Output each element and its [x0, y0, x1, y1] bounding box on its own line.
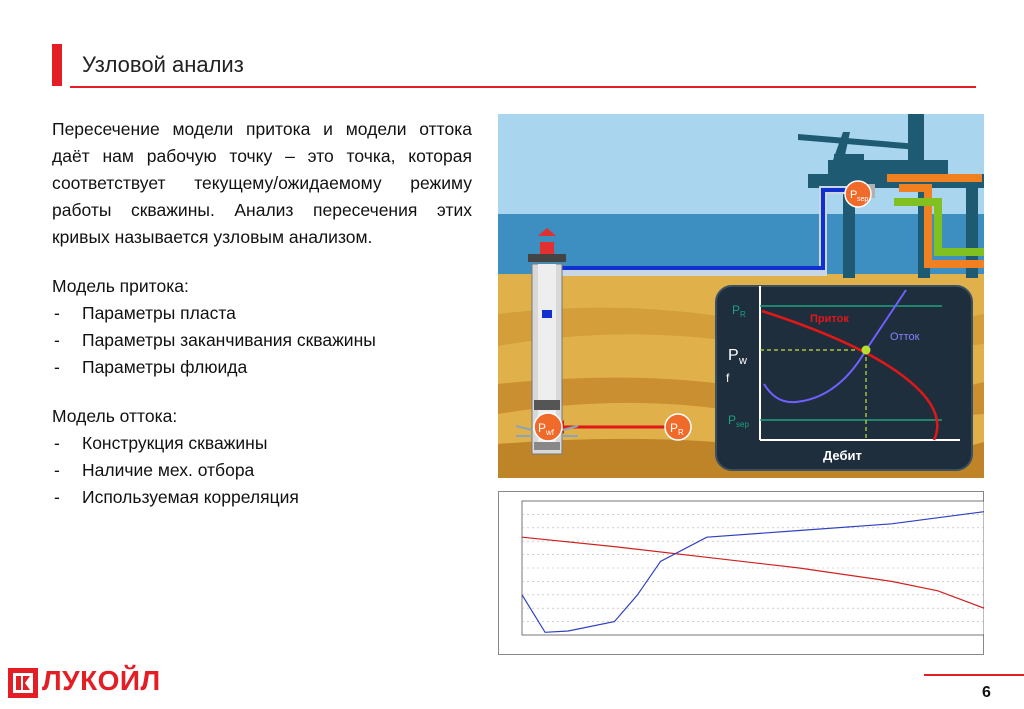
- page-number: 6: [982, 684, 991, 701]
- outflow-list: -Конструкция скважины -Наличие мех. отбо…: [52, 430, 472, 511]
- svg-text:P: P: [732, 303, 740, 317]
- svg-text:R: R: [740, 310, 746, 319]
- list-item: -Параметры заканчивания скважины: [54, 330, 376, 350]
- title-accent-bar: [52, 44, 62, 86]
- list-item: -Параметры флюида: [54, 357, 248, 377]
- svg-text:sep: sep: [857, 196, 868, 203]
- pressure-node-pr: P R: [664, 413, 692, 441]
- svg-text:sep: sep: [736, 420, 749, 429]
- nodal-curves-inset: P R P w f P sep Приток Отток Дебит: [715, 285, 973, 471]
- svg-text:R: R: [678, 428, 684, 437]
- svg-text:w: w: [738, 355, 747, 367]
- inflow-outflow-chart: [498, 491, 984, 655]
- inflow-series-line: [521, 536, 984, 609]
- intro-paragraph: Пересечение модели притока и модели отто…: [52, 119, 472, 247]
- list-item: -Параметры пласта: [54, 303, 236, 323]
- svg-text:P: P: [670, 421, 678, 435]
- svg-text:P: P: [728, 347, 739, 364]
- nodal-analysis-diagram: P wf P R P sep P R P w f P sep Приток От…: [498, 114, 984, 478]
- list-item: -Конструкция скважины: [54, 433, 268, 453]
- svg-text:P: P: [728, 413, 736, 427]
- brand-name: ЛУКОЙЛ: [42, 665, 161, 696]
- pressure-node-pwf: P wf: [533, 412, 563, 442]
- list-item: -Наличие мех. отбора: [54, 460, 255, 480]
- body-text: Пересечение модели притока и модели отто…: [52, 116, 472, 511]
- operating-point: [861, 345, 871, 355]
- outflow-curve-label: Отток: [890, 331, 920, 343]
- inflow-heading: Модель притока:: [52, 276, 189, 296]
- pressure-node-psep: P sep: [844, 180, 875, 208]
- outflow-heading: Модель оттока:: [52, 406, 178, 426]
- svg-text:wf: wf: [545, 428, 555, 437]
- svg-text:P: P: [538, 421, 546, 435]
- list-item: -Используемая корреляция: [54, 487, 299, 507]
- svg-text:P: P: [850, 189, 857, 201]
- lukoil-logo-icon: [8, 668, 38, 698]
- inflow-list: -Параметры пласта -Параметры заканчивани…: [52, 300, 472, 381]
- x-axis-label: Дебит: [823, 448, 862, 463]
- flowlines: [543, 174, 984, 434]
- outflow-series-line: [521, 511, 984, 633]
- footer-rule: [924, 674, 1024, 676]
- title-underline: [70, 86, 976, 88]
- plot-grid: [522, 514, 984, 622]
- inflow-curve: [761, 309, 939, 441]
- sea: [498, 214, 984, 276]
- page-title: Узловой анализ: [82, 52, 244, 77]
- inflow-curve-label: Приток: [810, 313, 849, 325]
- svg-text:f: f: [726, 371, 730, 385]
- outflow-curve: [763, 289, 907, 404]
